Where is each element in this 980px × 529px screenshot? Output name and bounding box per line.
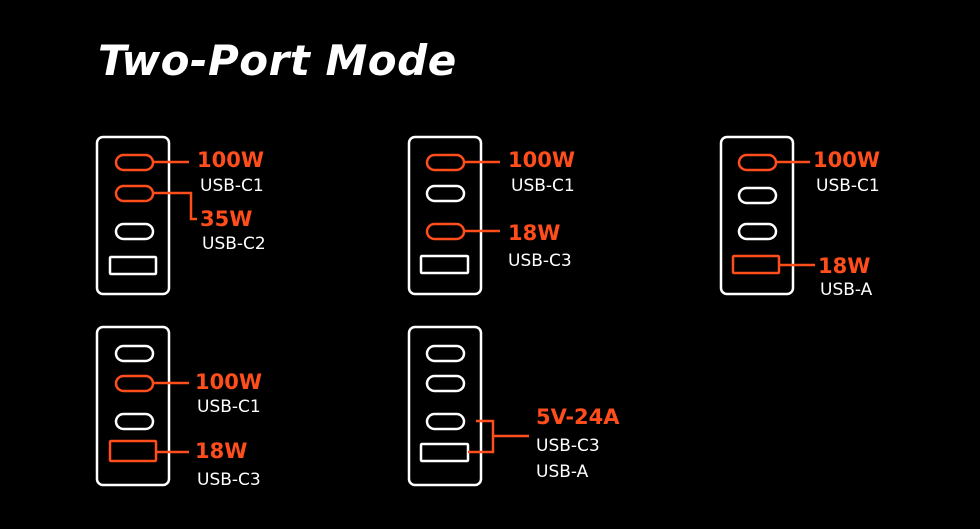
- port-usb-a: [419, 442, 470, 463]
- port-usb-c3: [425, 412, 466, 431]
- wattage-label: 5V-24A: [536, 405, 620, 429]
- port-usb-c1: [425, 344, 466, 363]
- wattage-label: 100W: [508, 148, 575, 172]
- port-label: USB-C1: [200, 176, 264, 196]
- wattage-label: 18W: [195, 439, 248, 463]
- port-usb-c3: [114, 222, 155, 241]
- charger-body: [95, 135, 171, 296]
- connector-bracket-shared: [468, 419, 529, 454]
- charger-config-1: [95, 135, 197, 296]
- charger-config-5: [407, 325, 529, 487]
- wattage-label: 100W: [197, 148, 264, 172]
- port-label: USB-C1: [816, 176, 880, 196]
- charger-body: [407, 135, 483, 296]
- port-usb-c3: [425, 222, 466, 241]
- charger-body: [407, 325, 483, 487]
- port-label: USB-A: [536, 462, 589, 482]
- port-usb-a: [419, 254, 470, 275]
- port-usb-c3: [737, 222, 778, 241]
- port-label: USB-C1: [511, 176, 575, 196]
- page-title: Two-Port Mode: [98, 36, 457, 85]
- charger-config-2: [407, 135, 500, 296]
- port-usb-c2: [114, 184, 155, 203]
- wattage-label: 18W: [508, 221, 561, 245]
- port-label: USB-C3: [508, 251, 572, 271]
- port-usb-c2: [737, 186, 778, 205]
- port-usb-c1: [114, 153, 155, 172]
- port-label: USB-C3: [197, 470, 261, 490]
- port-label: USB-C3: [536, 436, 600, 456]
- port-usb-c2: [425, 374, 466, 393]
- wattage-label: 100W: [813, 148, 880, 172]
- port-label: USB-C2: [202, 234, 266, 254]
- charger-body: [719, 135, 795, 296]
- port-label: USB-C1: [197, 397, 261, 417]
- charger-body: [95, 325, 171, 487]
- port-label: USB-A: [820, 280, 873, 300]
- wattage-label: 18W: [818, 254, 871, 278]
- port-usb-c3: [114, 412, 155, 431]
- wattage-label: 100W: [195, 370, 262, 394]
- port-usb-c2: [114, 374, 155, 393]
- charger-config-4: [95, 325, 189, 487]
- port-usb-a: [108, 439, 158, 463]
- port-usb-c1: [425, 153, 466, 172]
- connector-line-usb-c2: [153, 191, 197, 221]
- charger-config-3: [719, 135, 815, 296]
- wattage-label: 35W: [200, 207, 253, 231]
- port-usb-a: [108, 255, 158, 276]
- port-usb-c1: [737, 153, 778, 172]
- port-usb-c2: [425, 184, 466, 203]
- port-usb-c1: [114, 344, 155, 363]
- port-usb-a: [731, 254, 781, 275]
